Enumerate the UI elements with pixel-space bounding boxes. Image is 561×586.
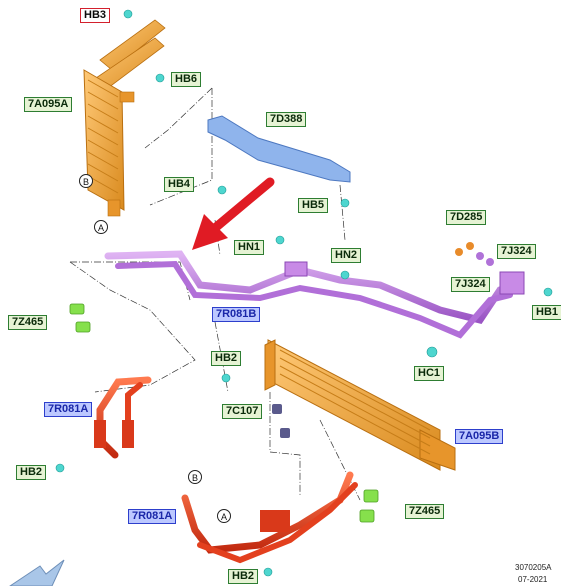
- label-7R081B: 7R081B: [212, 307, 261, 322]
- label-HB2-left: HB2: [16, 465, 47, 480]
- drawing-date: 07-2021: [518, 575, 548, 584]
- callout-A-lower: A: [217, 509, 231, 523]
- label-HB2-middle: HB2: [211, 351, 242, 366]
- tube-assembly-7R081B: [104, 250, 525, 339]
- clip-set-upper: [69, 303, 91, 333]
- label-7A095B: 7A095B: [455, 429, 504, 444]
- label-7R081A-bottom: 7R081A: [128, 509, 177, 524]
- label-7D388: 7D388: [266, 112, 307, 127]
- cooler-7A095A: [83, 19, 166, 217]
- label-HN2: HN2: [331, 248, 362, 263]
- view-direction-arrow: [9, 559, 65, 586]
- label-HB5: HB5: [298, 198, 329, 213]
- retainer-7C107: [272, 404, 290, 438]
- label-HN1: HN1: [234, 240, 265, 255]
- label-7R081A-left: 7R081A: [44, 402, 93, 417]
- fasteners: [55, 9, 553, 577]
- clip-set-lower: [359, 489, 379, 523]
- label-HC1: HC1: [414, 366, 445, 381]
- label-7D285: 7D285: [446, 210, 487, 225]
- callout-A-upper: A: [94, 220, 108, 234]
- label-HB1: HB1: [532, 305, 561, 320]
- pointer-arrow: [192, 177, 275, 250]
- label-7J324-lower: 7J324: [451, 277, 490, 292]
- cooler-7A095B: [264, 339, 456, 471]
- label-7C107: 7C107: [222, 404, 263, 419]
- callout-B-lower: B: [188, 470, 202, 484]
- label-7Z465-lower: 7Z465: [405, 504, 445, 519]
- fittings-7D285: [455, 242, 494, 266]
- bracket-7D388: [207, 115, 351, 183]
- drawing-code: 3070205A: [515, 563, 552, 572]
- label-HB6: HB6: [171, 72, 202, 87]
- tube-assembly-7R081A-bottom: [181, 471, 358, 564]
- label-HB4: HB4: [164, 177, 195, 192]
- tube-assembly-7R081A-left: [94, 376, 152, 459]
- label-HB3: HB3: [80, 8, 111, 23]
- label-7J324-upper: 7J324: [497, 244, 536, 259]
- label-HB2-bottom: HB2: [228, 569, 259, 584]
- label-7Z465-upper: 7Z465: [8, 315, 48, 330]
- callout-B-upper: B: [79, 174, 93, 188]
- label-7A095A: 7A095A: [24, 97, 73, 112]
